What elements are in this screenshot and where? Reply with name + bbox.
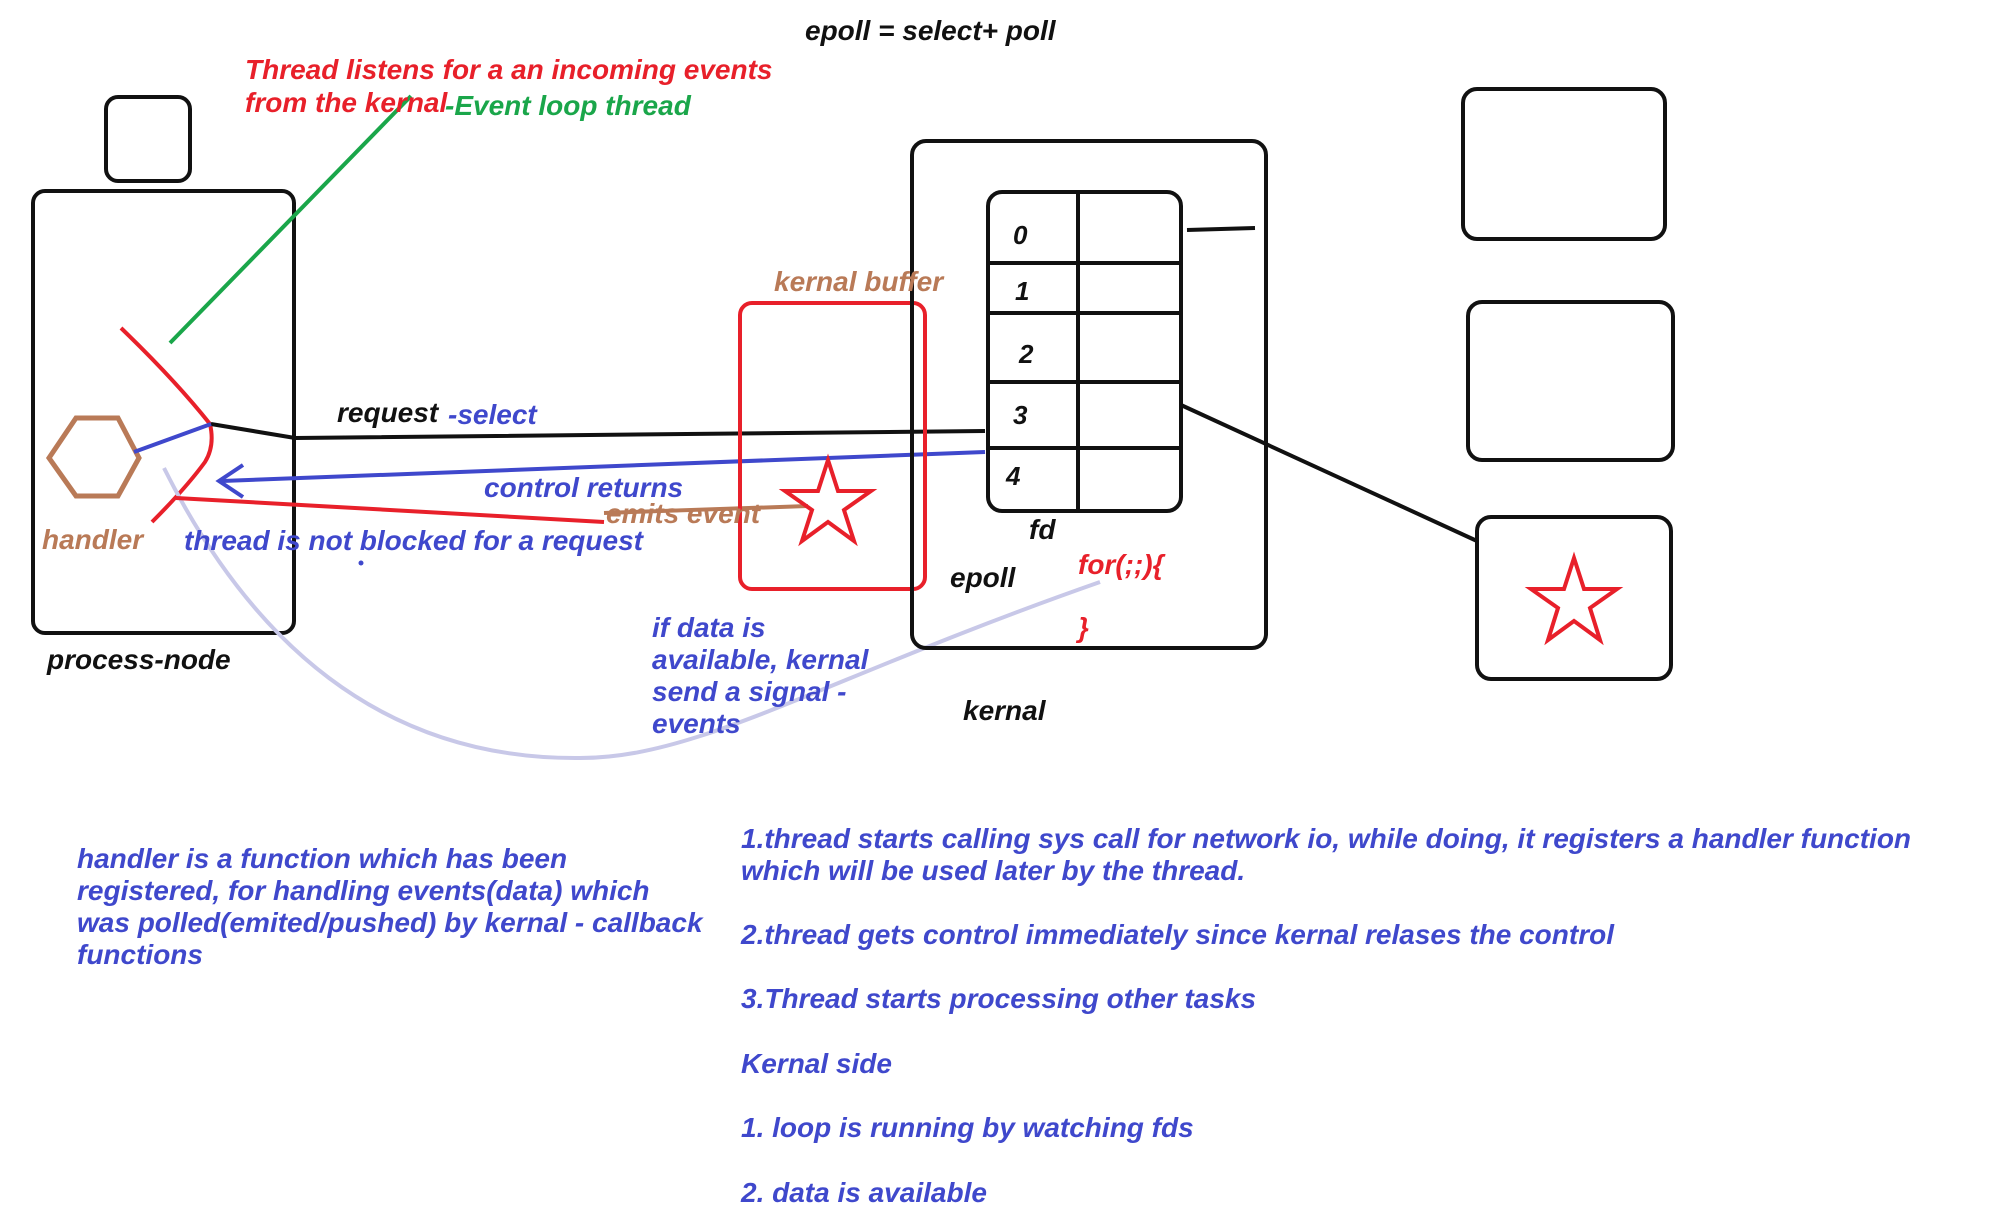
- handler-description-line3: was polled(emited/pushed) by kernal - ca…: [77, 907, 703, 938]
- handler-description-line2: registered, for handling events(data) wh…: [77, 875, 650, 906]
- handler-label: handler: [42, 524, 144, 555]
- step-line: 2.thread gets control immediately since …: [741, 919, 1614, 950]
- if-data-label-line2: available, kernal: [652, 644, 869, 675]
- handler-description-line1: handler is a function which has been: [77, 843, 568, 874]
- fd-number-2: 2: [1019, 339, 1034, 369]
- callback-curve: [162, 467, 1101, 761]
- epoll-box: [910, 139, 1268, 650]
- select-label: -select: [448, 399, 537, 430]
- if-data-label-line4: events: [652, 708, 741, 739]
- thread-curve: [119, 326, 214, 524]
- for-loop-close-label: }: [1078, 612, 1089, 643]
- emits-event-line: [603, 504, 809, 515]
- step-line: 3.Thread starts processing other tasks: [741, 983, 1257, 1014]
- process-node-label: process-node: [47, 644, 231, 675]
- fd-label: fd: [1029, 514, 1056, 545]
- fd0-link-line: [1186, 226, 1256, 232]
- kernal-buffer-box: [738, 301, 927, 591]
- step-line: which will be used later by the thread.: [741, 855, 1246, 886]
- for-loop-open-label: for(;;){: [1078, 549, 1164, 580]
- device-star-icon: [1524, 551, 1624, 646]
- buffer-star-icon: [778, 453, 878, 547]
- dot-marker: [358, 560, 364, 566]
- fd-number-4: 4: [1006, 461, 1021, 491]
- fd-number-3: 3: [1013, 400, 1028, 430]
- device-box-1: [1461, 87, 1667, 241]
- step-line: 2. data is available: [741, 1177, 987, 1208]
- step-line: Kernal side: [741, 1048, 892, 1079]
- fd-number-1: 1: [1015, 276, 1030, 306]
- device-box-3: [1475, 515, 1673, 681]
- process-node-head-box: [104, 95, 192, 183]
- kernal-label: kernal: [963, 695, 1046, 726]
- step-line: 1. loop is running by watching fds: [741, 1112, 1194, 1143]
- kernal-buffer-label: kernal buffer: [774, 266, 944, 297]
- thread-listens-label-line2: from the kernal: [245, 87, 448, 118]
- emits-line: [175, 496, 605, 524]
- event-loop-thread-label: -Event loop thread: [445, 90, 691, 121]
- not-blocked-label: thread is not blocked for a request: [184, 525, 643, 556]
- handler-description-line4: functions: [77, 939, 203, 970]
- epoll-label: epoll: [950, 562, 1016, 593]
- if-data-label-line1: if data is: [652, 612, 766, 643]
- request-label: request: [337, 397, 439, 428]
- control-returns-label: control returns: [484, 472, 684, 503]
- fd3-link-line: [1180, 403, 1478, 543]
- fd-number-0: 0: [1013, 220, 1028, 250]
- control-return-line: [221, 450, 986, 483]
- control-return-arrowhead: [215, 463, 245, 499]
- request-line: [210, 422, 986, 441]
- device-box-2: [1466, 300, 1675, 462]
- emits-event-label: emits event: [606, 498, 761, 529]
- fd-table: [986, 190, 1183, 513]
- process-node-box: [31, 189, 296, 635]
- diagram-title: epoll = select+ poll: [805, 15, 1056, 46]
- step-line: 1.thread starts calling sys call for net…: [741, 823, 1912, 854]
- thread-listens-label-line1: Thread listens for a an incoming events: [245, 54, 773, 85]
- if-data-label-line3: send a signal -: [652, 676, 847, 707]
- select-line: [133, 422, 212, 454]
- handler-hexagon-icon: [45, 415, 142, 499]
- event-loop-line: [168, 94, 413, 345]
